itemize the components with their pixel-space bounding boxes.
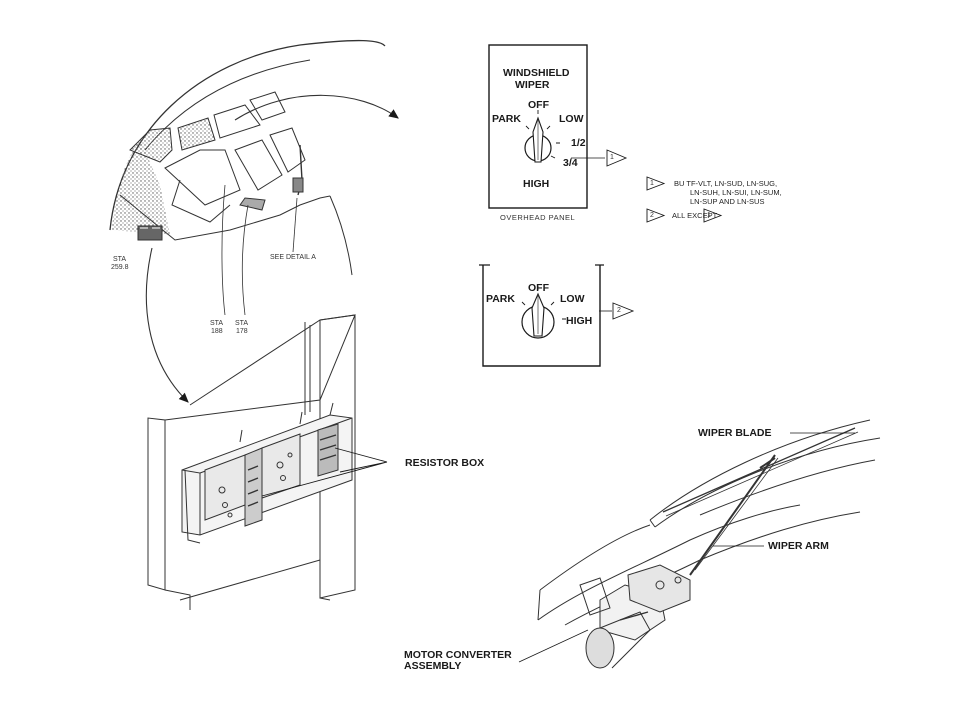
cockpit-illustration — [109, 39, 399, 403]
alternate-switch-panel — [479, 264, 635, 367]
overhead-switch-park-label: PARK — [492, 113, 521, 125]
sta-b-line1: STA — [235, 320, 249, 327]
wiper-arm-label: WIPER ARM — [768, 540, 829, 552]
see-detail-label: SEE DETAIL A — [270, 254, 316, 261]
notes-block — [646, 176, 723, 223]
alt-switch-park-label: PARK — [486, 293, 515, 305]
motor-converter-label-line2: ASSEMBLY — [404, 660, 462, 672]
overhead-switch-off-label: OFF — [528, 99, 549, 111]
resistor-box-label: RESISTOR BOX — [405, 457, 485, 469]
alt-switch-callout-number: 2 — [617, 307, 621, 314]
overhead-switch-title-line1: WINDSHIELD — [503, 67, 570, 79]
sta-a-line2: 188 — [211, 328, 223, 335]
note1-line1: BU TF-VLT, LN-SUD, LN-SUG, — [674, 179, 778, 188]
overhead-panel — [488, 44, 628, 209]
note1-number: 1 — [650, 180, 654, 187]
alt-switch-off-label: OFF — [528, 282, 549, 294]
wiper-assembly-illustration — [518, 419, 881, 669]
overhead-switch-title-line2: WIPER — [515, 79, 550, 91]
note1-line3: LN-SUP AND LN-SUS — [690, 197, 765, 206]
note2-ref-number: 1 — [707, 212, 711, 219]
overhead-switch-half-label: 1/2 — [571, 137, 586, 149]
sta-left-line2: 259.8 — [111, 264, 129, 271]
motor-converter-label-line1: MOTOR CONVERTER — [404, 649, 512, 661]
alt-switch-low-label: LOW — [560, 293, 585, 305]
overhead-switch-high-label: HIGH — [523, 178, 550, 190]
overhead-callout-number: 1 — [610, 154, 614, 161]
wiper-blade-label: WIPER BLADE — [698, 427, 772, 439]
note1-line2: LN-SUH, LN-SUI, LN-SUM, — [690, 188, 782, 197]
note2-number: 2 — [650, 212, 654, 219]
overhead-panel-caption: OVERHEAD PANEL — [500, 213, 576, 222]
sta-b-line2: 178 — [236, 328, 248, 335]
sta-a-line1: STA — [210, 320, 224, 327]
overhead-switch-three-quarter-label: 3/4 — [563, 157, 578, 169]
sta-left-line1: STA — [113, 256, 127, 263]
overhead-switch-low-label: LOW — [559, 113, 584, 125]
resistor-box-illustration — [147, 314, 388, 610]
note2-text: ALL EXCEPT — [672, 211, 718, 220]
alt-switch-high-label: HIGH — [566, 315, 593, 327]
